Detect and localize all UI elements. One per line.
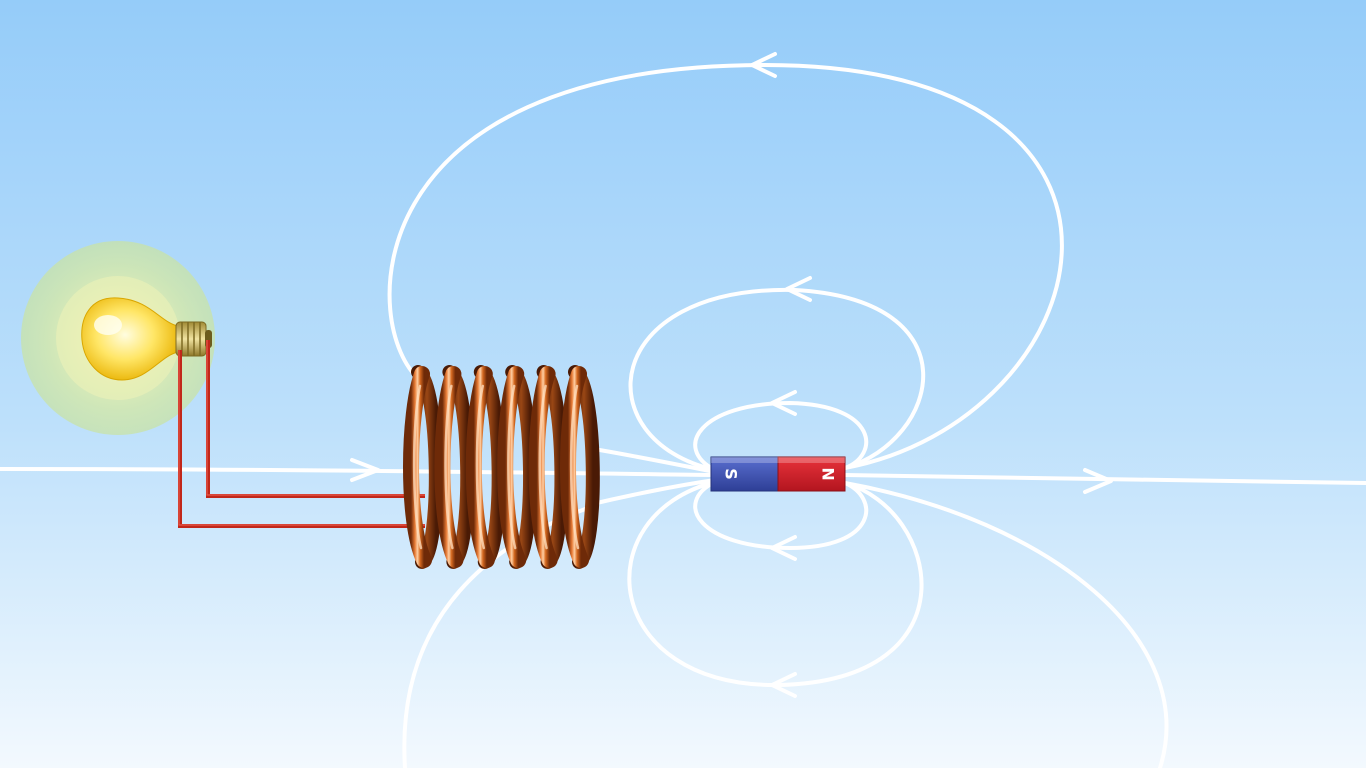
light-bulb [21, 241, 215, 435]
bulb-highlight [94, 315, 122, 335]
magnet-south-label: S [722, 468, 741, 480]
bar-magnet: S N [711, 457, 845, 491]
magnet-north-label: N [819, 467, 838, 480]
